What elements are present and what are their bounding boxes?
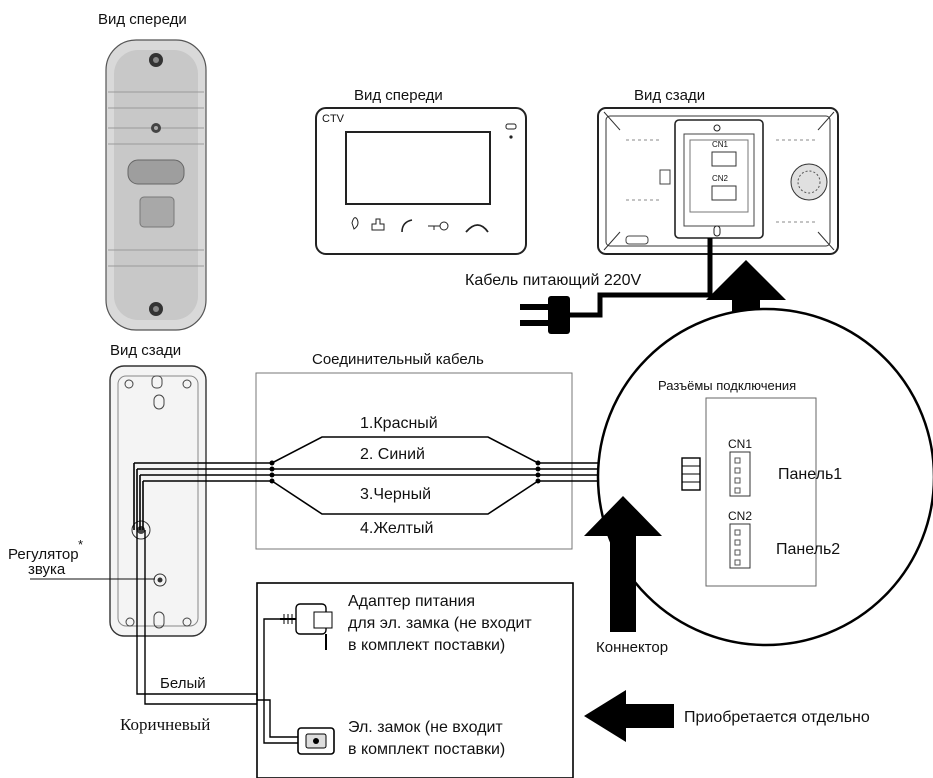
monitor-brand: CTV — [322, 113, 344, 125]
monitor-cn1-small: CN1 — [712, 140, 729, 149]
monitor-front — [315, 107, 527, 255]
call-panel-back — [30, 365, 207, 637]
lock-line1: Эл. замок (не входит — [348, 719, 503, 736]
monitor-back — [597, 107, 839, 255]
volume-asterisk: * — [78, 537, 84, 552]
white-wire-label: Белый — [160, 675, 206, 692]
connectors-title: Разъёмы подключения — [658, 378, 797, 393]
adapter-icon — [280, 603, 333, 650]
arrow-up-to-connector — [584, 496, 662, 632]
wire-3-label: 3.Черный — [360, 486, 432, 503]
wire-1-label: 1.Красный — [360, 415, 438, 432]
panel2-label: Панель2 — [776, 541, 841, 558]
adapter-line3: в комплект поставки) — [348, 637, 506, 654]
monitor-back-title: Вид сзади — [634, 87, 706, 104]
volume-label-line2: звука — [28, 561, 66, 578]
cable-title: Соединительный кабель — [312, 351, 484, 368]
connector-magnifier — [596, 307, 933, 647]
wire-2-label: 2. Синий — [360, 446, 425, 463]
wire-4-label: 4.Желтый — [360, 520, 434, 537]
brown-wire-label: Коричневый — [120, 715, 211, 734]
panel1-label: Панель1 — [778, 466, 843, 483]
panel-back-title: Вид сзади — [110, 342, 182, 359]
purchased-separately-note: Приобретается отдельно — [684, 709, 870, 726]
adapter-line1: Адаптер питания — [348, 593, 476, 610]
adapter-line2: для эл. замка (не входит — [348, 615, 532, 632]
power-cable-label: Кабель питающий 220V — [465, 272, 642, 289]
lock-box — [256, 582, 574, 778]
lock-wiring — [136, 530, 298, 744]
arrow-up-to-monitor — [706, 260, 786, 345]
connector-label: Коннектор — [596, 639, 669, 656]
arrow-left-to-lock — [584, 690, 674, 742]
cn1-label: CN1 — [728, 437, 753, 451]
wire-nodes — [269, 460, 541, 484]
cable-box — [255, 372, 573, 550]
panel-front-title: Вид спереди — [98, 11, 187, 28]
cn2-label: CN2 — [728, 509, 753, 523]
lock-line2: в комплект поставки) — [348, 741, 506, 758]
call-panel-front — [105, 39, 207, 331]
volume-label-line1: Регулятор — [8, 546, 79, 563]
power-cable — [520, 238, 713, 334]
lock-icon — [297, 727, 335, 755]
monitor-cn2-small: CN2 — [712, 174, 729, 183]
monitor-front-title: Вид спереди — [354, 87, 443, 104]
